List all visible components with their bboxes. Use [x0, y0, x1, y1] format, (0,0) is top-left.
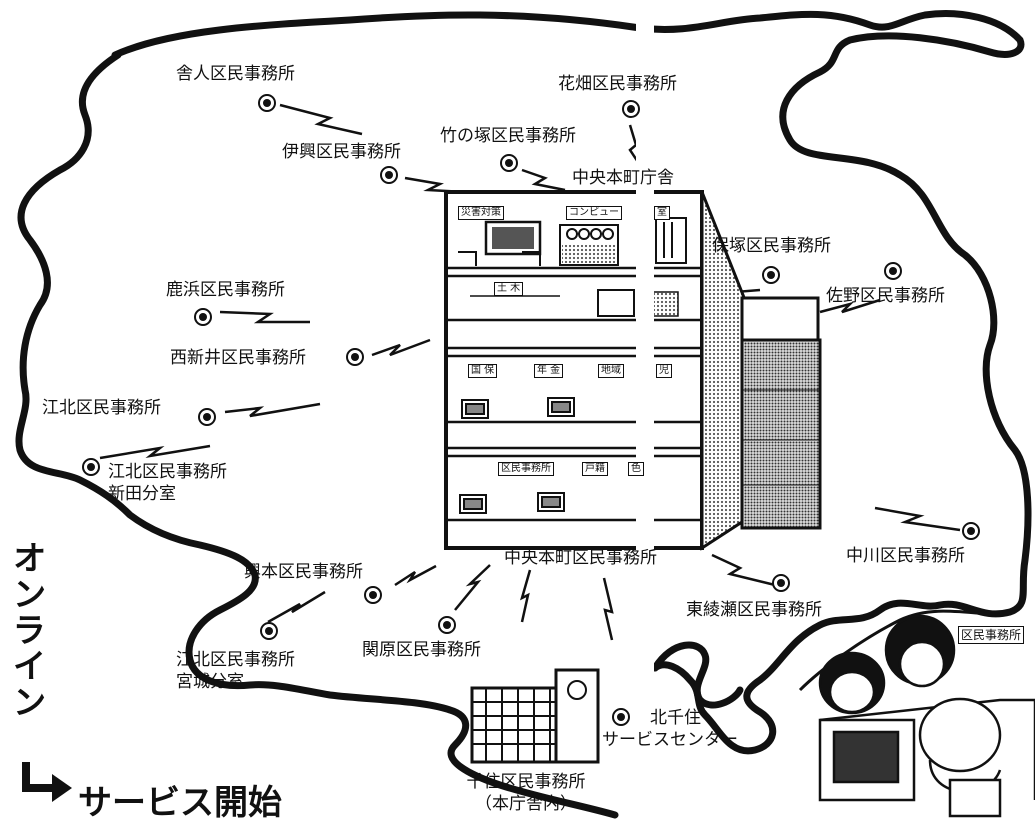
label-hanahata: 花畑区民事務所 [558, 74, 677, 94]
office-marker-nakagawa [962, 522, 980, 540]
office-marker-higashiayase [772, 574, 790, 592]
office-marker-okimoto [364, 586, 382, 604]
floor-sign-computer: コンピュー [566, 206, 622, 220]
label-shikahama: 鹿浜区民事務所 [166, 280, 285, 300]
counter-sign: 区民事務所 [958, 626, 1025, 644]
floor-sign-region: 地域 [598, 364, 624, 378]
label-higashiayase: 東綾瀬区民事務所 [686, 600, 822, 620]
office-marker-takenotsuka [500, 154, 518, 172]
label-kohoku-nitta-1: 江北区民事務所 [108, 462, 227, 482]
floor-sign-disaster: 災害対策 [458, 206, 504, 220]
label-nishiarai: 西新井区民事務所 [170, 348, 306, 368]
label-sano: 佐野区民事務所 [826, 286, 945, 306]
label-kitasenju-1: 北千住 [650, 708, 701, 728]
office-marker-hanahata [622, 100, 640, 118]
office-marker-hokizuka [762, 266, 780, 284]
office-marker-okoo [380, 166, 398, 184]
floor-sign-color: 色 [628, 462, 644, 476]
title-vertical: オンライン [6, 540, 46, 720]
label-takenotsuka: 竹の塚区民事務所 [440, 126, 576, 146]
label-okoo: 伊興区民事務所 [282, 142, 401, 162]
office-marker-kitasenju [612, 708, 630, 726]
label-kohoku-miyagi-1: 江北区民事務所 [176, 650, 295, 670]
floor-sign-child: 児 [656, 364, 672, 378]
floor-sign-civil: 土 木 [494, 282, 524, 296]
ward-outline [111, 10, 1032, 755]
office-marker-kohoku-miyagi [260, 622, 278, 640]
label-sekibara: 関原区民事務所 [362, 640, 481, 660]
label-kitasenju-2: サービスセンター [602, 730, 738, 750]
label-senju-2: （本庁舎内） [475, 794, 577, 814]
floor-sign-ward-office: 区民事務所 [498, 462, 554, 476]
label-hq: 中央本町庁舎 [572, 168, 674, 188]
office-marker-sekibara [438, 616, 456, 634]
page-seam [636, 0, 654, 827]
label-kohoku: 江北区民事務所 [42, 398, 161, 418]
office-marker-shikahama [194, 308, 212, 326]
label-senju-1: 千住区民事務所 [466, 772, 586, 792]
label-kohoku-miyagi-2: 宮城分室 [176, 672, 244, 692]
office-marker-nishiarai [346, 348, 364, 366]
hooked-arrow-icon [22, 762, 72, 802]
floor-sign-room: 室 [654, 206, 670, 220]
office-marker-kohoku [198, 408, 216, 426]
label-chuohoncho: 中央本町区民事務所 [504, 548, 657, 568]
label-kohoku-nitta-2: 新田分室 [108, 484, 176, 504]
label-okimoto: 興本区民事務所 [244, 562, 363, 582]
staff-illustration [818, 614, 1035, 818]
title-horizontal: サービス開始 [78, 783, 282, 823]
office-marker-kohoku-nitta [82, 458, 100, 476]
office-marker-sano [884, 262, 902, 280]
label-hokizuka: 保塚区民事務所 [712, 236, 831, 256]
label-nakagawa: 中川区民事務所 [846, 546, 965, 566]
office-marker-toneri [258, 94, 276, 112]
floor-sign-insurance: 国 保 [468, 364, 498, 378]
label-toneri: 舎人区民事務所 [176, 64, 295, 84]
senju-office-building [470, 668, 600, 764]
floor-sign-family-register: 戸籍 [582, 462, 608, 476]
floor-sign-pension: 年 金 [534, 364, 564, 378]
signal-lines [99, 103, 961, 641]
